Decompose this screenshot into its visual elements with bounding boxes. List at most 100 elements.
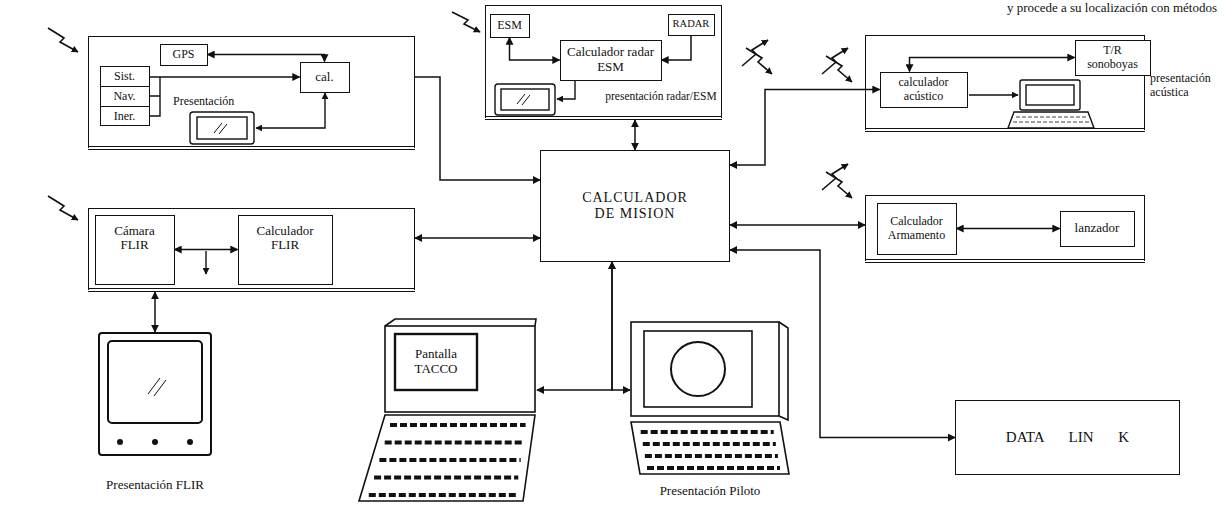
node-label: Presentación — [173, 95, 253, 109]
subsystem-panel: presentación radar/ESM ESM RADAR Calculador… — [485, 5, 722, 120]
tacco-drawing — [355, 318, 537, 503]
drawing-part — [631, 322, 789, 474]
drawing-part — [214, 123, 227, 134]
component-box: GPS — [160, 44, 208, 66]
drawing-part — [631, 322, 779, 416]
page-text-fragment: y procede a su localización con métodos — [1007, 1, 1217, 16]
connector-arrow — [730, 250, 955, 438]
display-link — [969, 94, 1018, 95]
drawing-part — [374, 476, 518, 480]
drawing-part — [452, 12, 480, 32]
connector-arrow — [510, 38, 560, 61]
drawing-part — [117, 439, 193, 445]
node-label: GPS — [172, 48, 194, 62]
drawing-part — [501, 89, 549, 110]
component-box: Calculador FLIR — [238, 215, 333, 285]
connector-arrow — [662, 36, 692, 61]
component-box: Calculador radar ESM — [560, 40, 662, 81]
connector-arrow — [612, 262, 630, 390]
drawing-part — [826, 172, 852, 198]
component-box: Calculador Armamento — [877, 203, 957, 255]
node-label: Presentación Piloto — [660, 484, 761, 499]
connector-arrow — [150, 76, 300, 78]
drawing-part — [390, 423, 526, 427]
drawing-part — [645, 454, 778, 458]
node-label: lanzador — [1075, 221, 1120, 236]
drawing-part — [385, 326, 535, 412]
laptop-icon — [1008, 80, 1094, 128]
merge-line — [150, 77, 160, 116]
radio-link-symbol — [48, 12, 852, 220]
connector-arrow — [634, 120, 636, 150]
node-label: calculador acústico — [887, 76, 961, 104]
monitor-icon: Presentación FLIR — [98, 332, 212, 472]
drawing-part — [643, 442, 776, 446]
drawing-part — [1020, 80, 1080, 110]
connector-arrow — [730, 90, 880, 166]
component-box: RADAR — [668, 14, 715, 36]
screen-icon — [495, 84, 555, 115]
drawing-part — [641, 430, 774, 434]
node-label: T/R sonoboyas — [1080, 44, 1146, 72]
drawing-part — [826, 56, 852, 82]
node-label: presentación radar/ESM — [604, 90, 718, 103]
display-link — [256, 93, 325, 128]
drawing-part — [48, 28, 78, 52]
connector-arrow — [537, 262, 612, 390]
drawing-part — [495, 84, 555, 115]
drawing-part — [190, 112, 254, 144]
node-label: Iner. — [101, 107, 149, 126]
drawing-part — [779, 322, 788, 420]
component-box: T/R sonoboyas — [1075, 40, 1151, 76]
drawing-part — [647, 466, 780, 470]
piloto-drawing — [630, 318, 790, 478]
node-label: ESM — [497, 19, 522, 33]
drawing-part — [1026, 85, 1074, 105]
connector-arrow — [175, 249, 238, 251]
drawing-part — [644, 331, 752, 407]
drawing-part — [108, 341, 202, 423]
drawing-part — [1008, 112, 1094, 128]
node-label: Sist. — [101, 67, 149, 87]
drawing-part — [631, 422, 789, 474]
drawing-part — [99, 333, 211, 455]
node-label: DATA LIN K — [1006, 429, 1129, 446]
node-label: Nav. — [101, 87, 149, 107]
component-box: Cámara FLIR — [95, 215, 175, 285]
component-box: Sist.Nav.Iner. — [100, 66, 150, 126]
component-box: cal. — [300, 62, 350, 93]
node-label: Calculador radar ESM — [565, 45, 657, 75]
drawing-part — [148, 378, 166, 396]
connector-arrow — [957, 228, 1060, 230]
node-label: Presentación FLIR — [106, 478, 204, 493]
component-box: DATA LIN K — [955, 400, 1180, 475]
drawing-part — [385, 441, 524, 445]
drawing-part — [1013, 117, 1090, 122]
pilot-terminal: Presentación Piloto — [630, 318, 790, 478]
display-link — [557, 81, 575, 99]
node-label: CALCULADOR DE MISION — [575, 190, 695, 222]
component-box: lanzador — [1060, 211, 1135, 247]
screen-icon — [190, 112, 254, 144]
connector-arrow — [730, 224, 865, 226]
drawing-part — [395, 334, 477, 390]
node-label: Cámara FLIR — [105, 224, 165, 254]
node-label: Pantalla TACCO — [397, 336, 475, 388]
connector-arrow — [910, 58, 1075, 72]
connector-arrow — [154, 292, 156, 332]
component-box: CALCULADOR DE MISION — [540, 150, 730, 262]
drawing-part — [746, 48, 772, 74]
connector-arrow — [415, 77, 540, 180]
drawing-part — [48, 196, 78, 220]
node-label: Calculador Armamento — [881, 215, 953, 243]
subsystem-panel: Presentación GPS Sist.Nav.Iner. cal. — [88, 36, 415, 150]
drawing-part — [99, 333, 211, 455]
connector-arrow — [208, 55, 325, 62]
drawing-part — [117, 439, 123, 445]
drawing-part — [517, 94, 530, 105]
node-label: RADAR — [673, 18, 710, 30]
layout-lines — [48, 12, 1094, 274]
drawing-part — [385, 319, 536, 326]
drawing-part — [187, 439, 193, 445]
component-box: calculador acústico — [880, 72, 968, 108]
